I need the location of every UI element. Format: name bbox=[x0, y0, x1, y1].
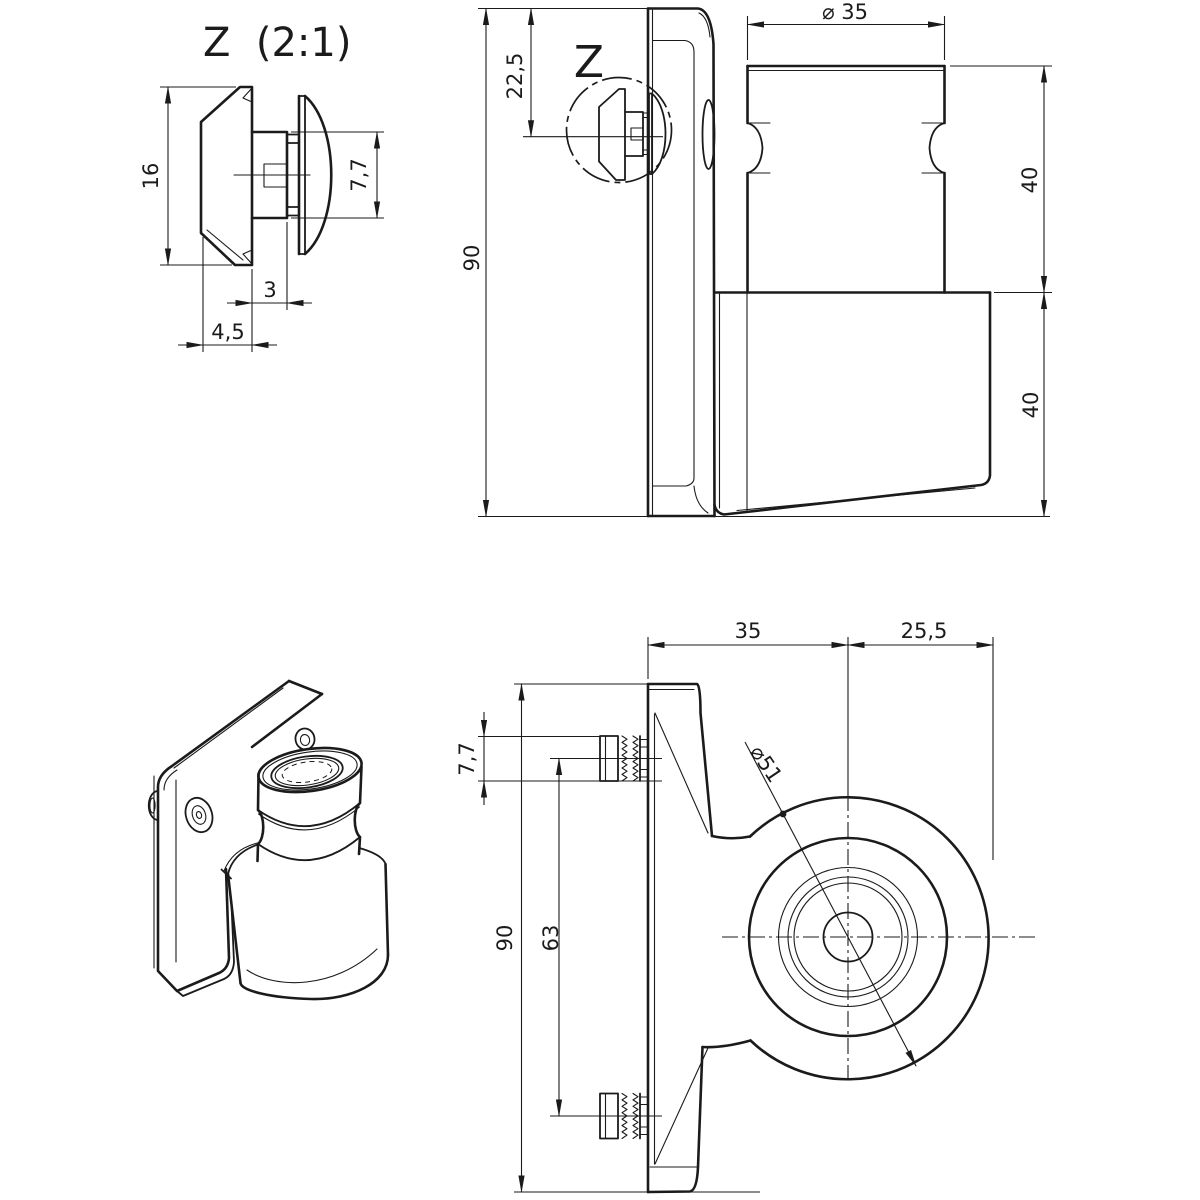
side-dim-lower: 40 bbox=[994, 291, 1052, 518]
iso-groove-shoulder-upper bbox=[257, 802, 361, 828]
iso-groove-shoulder-lower bbox=[257, 836, 361, 862]
detail-dim-height: 16 bbox=[139, 86, 236, 266]
outer-circle-d51 bbox=[748, 795, 990, 1081]
front-dim-total: 90 bbox=[493, 683, 760, 1193]
detail-dim-head: 7,7 bbox=[291, 131, 384, 219]
iso-neck-notch bbox=[220, 868, 232, 880]
side-view: Z 90 bbox=[460, 0, 1052, 518]
side-dim-diameter-label: ⌀ 35 bbox=[822, 0, 868, 24]
iso-stopper-upper bbox=[256, 746, 363, 868]
front-plate bbox=[646, 682, 714, 1194]
front-dim-screw-head-label: 7,7 bbox=[455, 742, 479, 775]
detail-title: Z (2:1) bbox=[203, 20, 351, 66]
front-stopper-circles bbox=[722, 795, 1038, 1081]
detail-circle-z bbox=[565, 76, 673, 184]
detail-pin bbox=[233, 94, 333, 256]
front-dim-width-label: 35 bbox=[735, 619, 762, 643]
side-dim-marker-offset: 22,5 bbox=[503, 7, 663, 138]
isometric-view bbox=[147, 679, 390, 1001]
detail-grommet-outline bbox=[199, 85, 254, 267]
front-dim-stop-diameter-label: ⌀51 bbox=[745, 741, 787, 787]
front-dim-width: 35 25,5 bbox=[647, 619, 994, 860]
iso-countersunk-hole-lower bbox=[184, 796, 214, 834]
detail-dim-depth: 4,5 bbox=[178, 237, 277, 352]
iso-plate bbox=[147, 679, 324, 997]
detail-dim-pin: 3 bbox=[227, 222, 312, 352]
front-screw-top bbox=[550, 735, 662, 782]
front-neck-top bbox=[710, 834, 752, 840]
iso-side-hole-bump bbox=[147, 790, 158, 821]
iso-hidden-recess-edge bbox=[281, 761, 333, 783]
detail-dim-height-label: 16 bbox=[139, 163, 163, 190]
leader-origin-dot bbox=[779, 810, 787, 818]
front-screw-bottom bbox=[550, 1092, 662, 1140]
front-view: 35 25,5 ⌀51 7,7 63 bbox=[455, 619, 1038, 1194]
front-dim-total-label: 90 bbox=[493, 925, 517, 952]
side-dim-diameter: ⌀ 35 bbox=[746, 0, 946, 60]
side-dim-marker-offset-label: 22,5 bbox=[503, 53, 527, 100]
detail-dim-head-label: 7,7 bbox=[347, 158, 371, 191]
front-dim-overhang-label: 25,5 bbox=[901, 619, 948, 643]
side-dim-total: 90 bbox=[460, 7, 648, 518]
dome-head-arc bbox=[303, 94, 333, 256]
detail-view-z: Z (2:1) 16 bbox=[139, 20, 384, 352]
front-neck-bottom bbox=[701, 1039, 752, 1049]
side-dim-upper: 40 bbox=[950, 65, 1052, 294]
detail-dim-pin-label: 3 bbox=[263, 278, 276, 302]
side-stopper-base bbox=[713, 291, 992, 516]
detail-marker-z: Z bbox=[574, 37, 604, 88]
side-dim-total-label: 90 bbox=[460, 245, 484, 272]
front-dim-screw-head: 7,7 bbox=[455, 712, 662, 805]
detail-dim-depth-label: 4,5 bbox=[211, 320, 244, 344]
front-dim-screw-spacing: 63 bbox=[539, 757, 563, 1117]
plate-slot-hole bbox=[701, 99, 716, 170]
front-dim-screw-spacing-label: 63 bbox=[539, 925, 563, 952]
side-clip-pin bbox=[598, 88, 667, 181]
side-plate bbox=[646, 7, 716, 518]
iso-stopper-base bbox=[220, 838, 390, 1001]
side-stopper-upper bbox=[746, 64, 946, 294]
side-dim-upper-label: 40 bbox=[1018, 167, 1042, 194]
side-dim-lower-label: 40 bbox=[1019, 392, 1043, 419]
